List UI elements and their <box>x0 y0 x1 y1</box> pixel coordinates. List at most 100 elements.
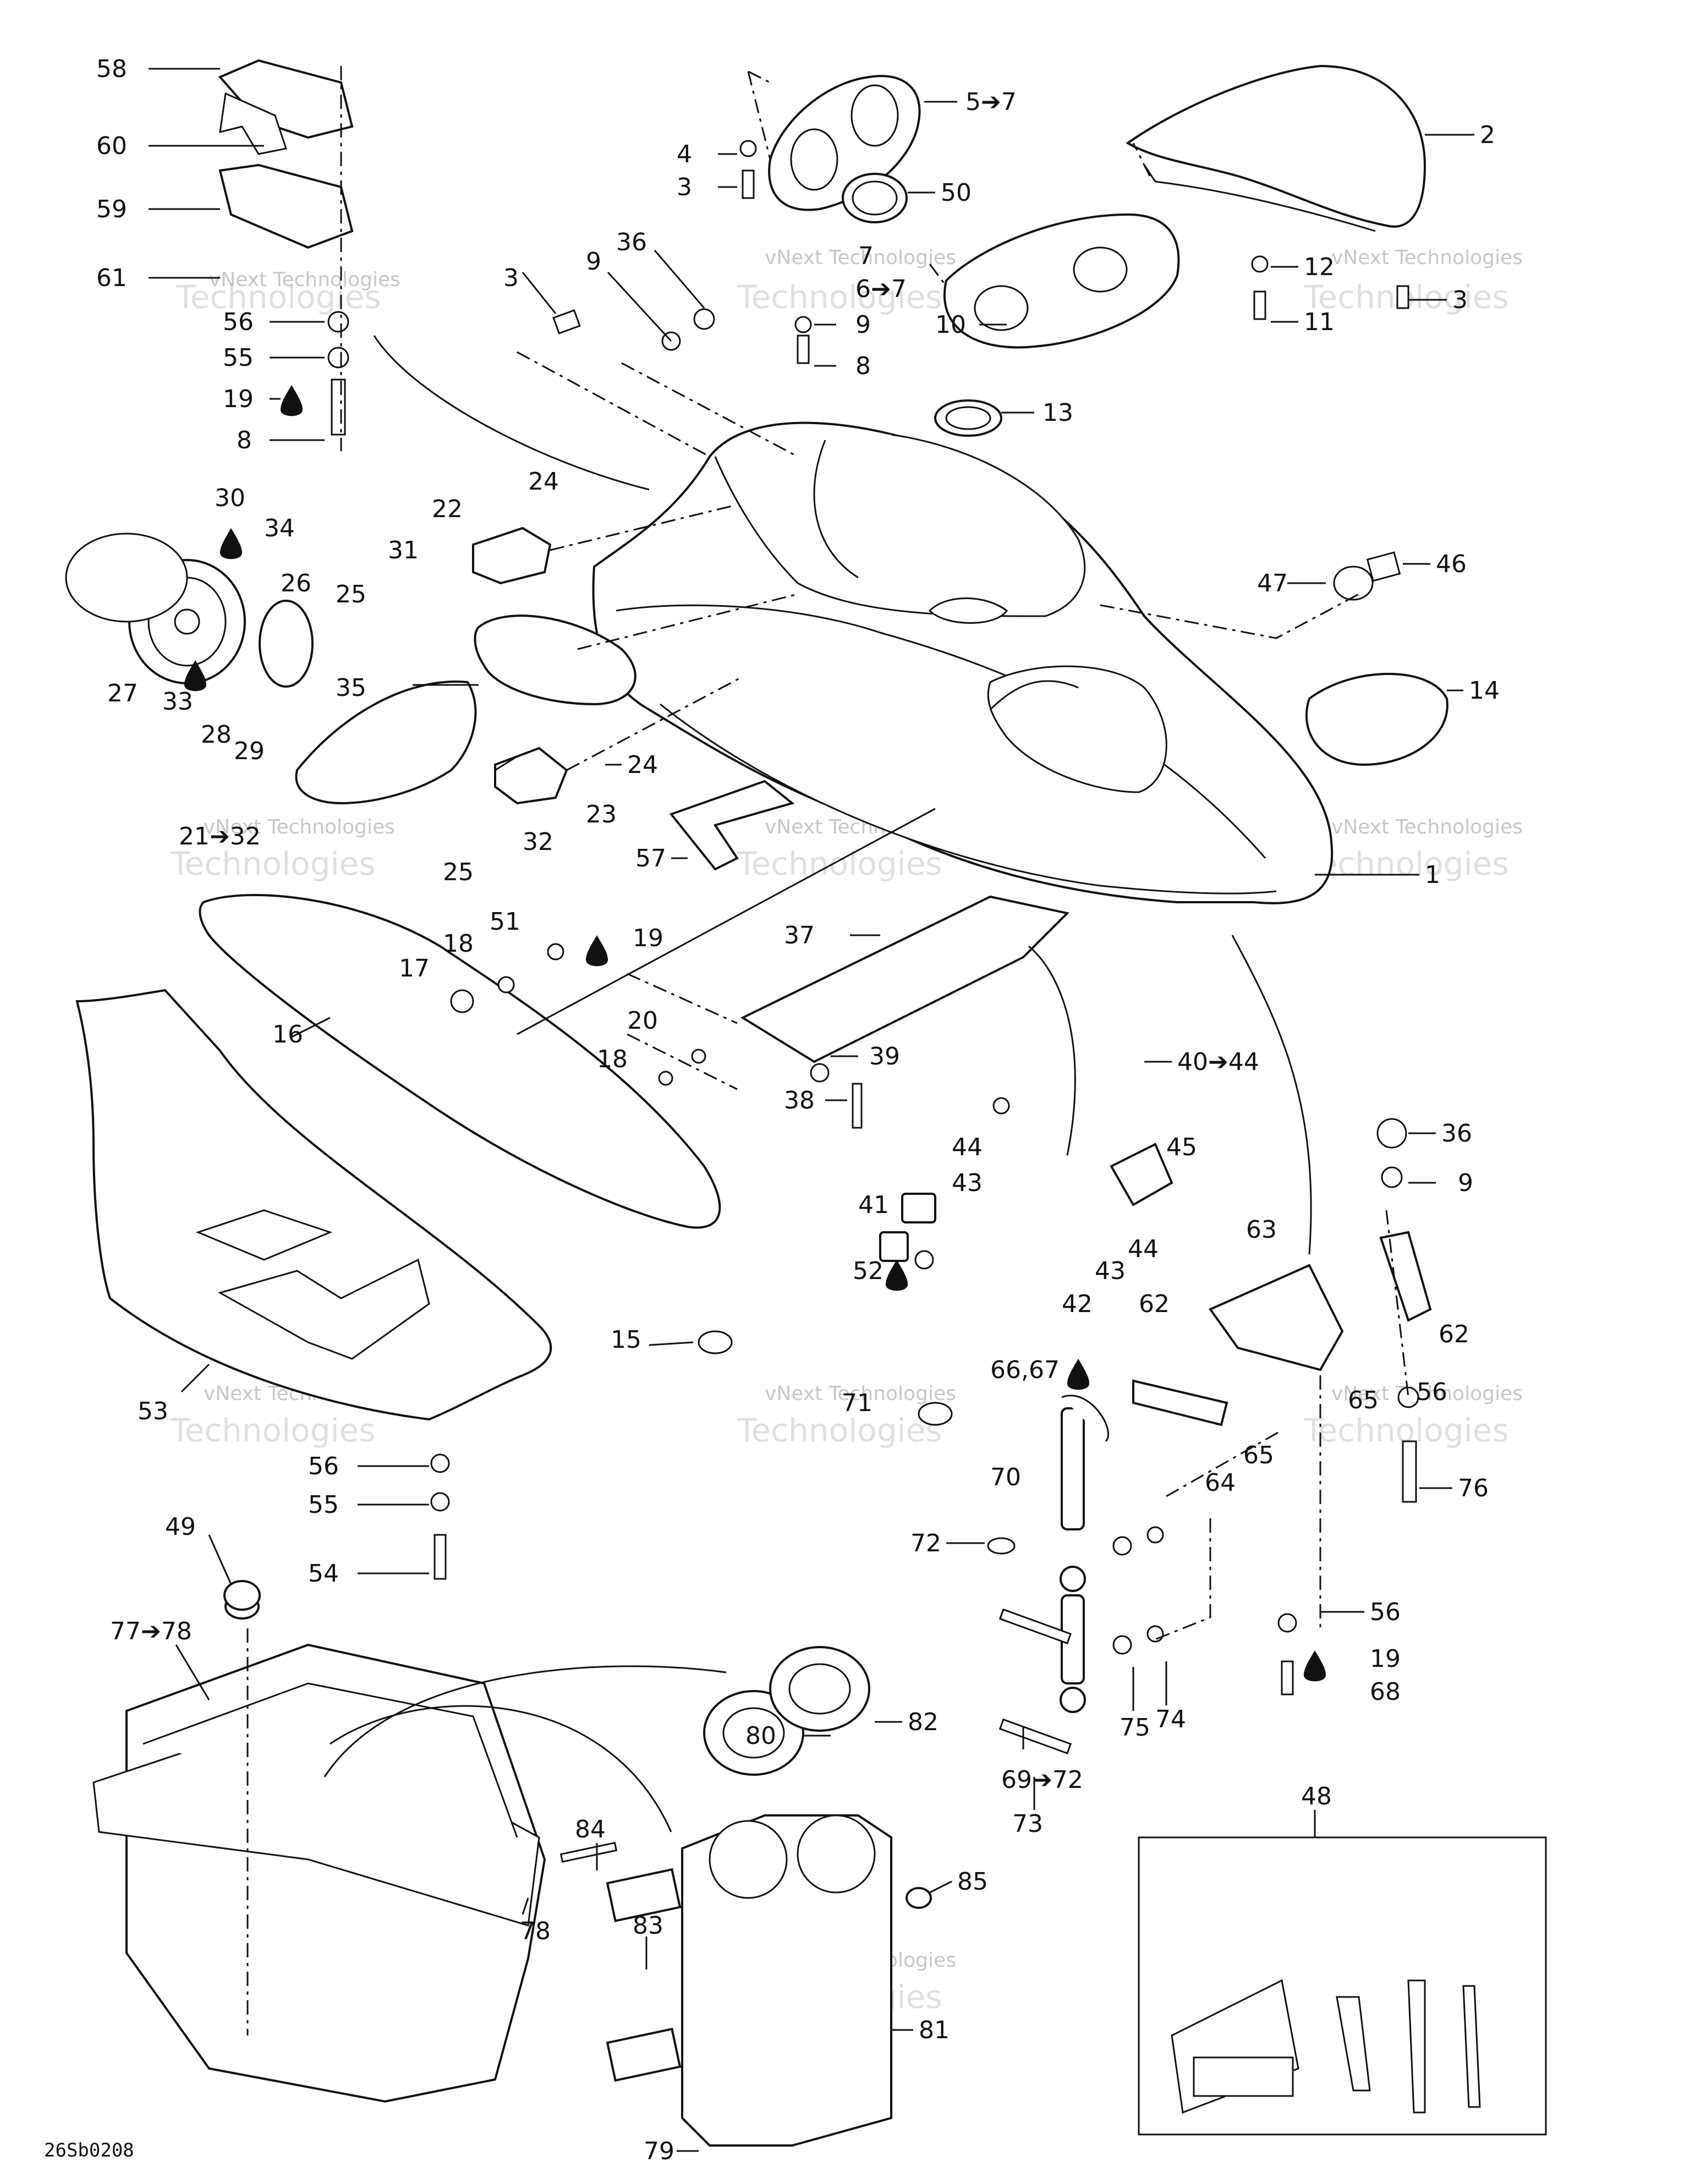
callout-label: 26 <box>281 569 311 597</box>
callout-label: 44 <box>1128 1235 1159 1263</box>
callout-label: 36 <box>616 228 647 256</box>
callout-label: 51 <box>490 908 520 936</box>
connector <box>879 1231 909 1262</box>
pivot-bracket <box>1208 1264 1344 1371</box>
storage-bin <box>92 1643 546 2103</box>
callout-label: 84 <box>575 1815 606 1843</box>
callout-label: 24 <box>627 751 658 779</box>
shock-absorber <box>1060 1407 1086 1713</box>
callout-label: 7 <box>858 242 874 270</box>
callout-label: 3 <box>503 264 519 292</box>
callout-label: 62 <box>1139 1290 1170 1318</box>
callout-label: 65 <box>1348 1386 1379 1414</box>
callout-label: 47 <box>1257 569 1288 597</box>
bracket-upper <box>472 526 552 585</box>
callout-label: 44 <box>952 1133 983 1161</box>
callout-label: 17 <box>399 954 430 983</box>
callout-label: 76 <box>1458 1474 1489 1502</box>
callout-label: 9 <box>855 311 871 339</box>
watermark-text: vNext Technologies <box>765 1382 956 1405</box>
callout-label: 21➔32 <box>179 822 261 850</box>
callout-label: 3 <box>677 173 692 201</box>
plate <box>606 1868 682 1923</box>
hood-body <box>592 421 1334 904</box>
watermark-text: Technologies <box>175 278 381 316</box>
callout-label: 37 <box>784 921 815 950</box>
callout-label: 1 <box>1425 861 1440 889</box>
callout-label: 85 <box>957 1868 988 1896</box>
assembly-lines <box>246 66 1409 2035</box>
callout-label: 34 <box>264 514 295 542</box>
oil-drop-icon <box>220 528 242 559</box>
headlight-housing <box>474 614 637 706</box>
callout-label: 53 <box>138 1397 168 1425</box>
callout-label: 57 <box>635 844 666 872</box>
lower-cover <box>295 681 477 805</box>
callout-label: 80 <box>745 1722 776 1750</box>
callout-label: 68 <box>1370 1678 1401 1706</box>
callout-label: 23 <box>586 800 617 828</box>
callout-label: 22 <box>432 495 463 523</box>
tray <box>740 895 1070 1063</box>
callout-label: 18 <box>597 1045 628 1073</box>
callout-label: 41 <box>858 1191 889 1219</box>
callout-label: 8 <box>237 426 252 454</box>
watermark-text: vNext Technologies <box>1331 816 1523 838</box>
harness-module <box>1110 1143 1173 1206</box>
watermark-text: Technologies <box>1303 845 1509 882</box>
callout-label: 32 <box>523 828 553 856</box>
callout-label: 71 <box>842 1389 873 1417</box>
callout-label: 74 <box>1155 1705 1186 1733</box>
callout-label: 28 <box>201 721 232 749</box>
tool-kit <box>1138 1836 1547 2136</box>
bottom-pan <box>75 989 552 1421</box>
callout-label: 38 <box>784 1086 815 1115</box>
callout-label: 56 <box>223 308 254 336</box>
callout-label: 12 <box>1304 253 1335 281</box>
watermark-text: Technologies <box>737 278 942 316</box>
watermark-text: vNext Technologies <box>209 268 400 291</box>
callout-label: 79 <box>644 2137 674 2165</box>
leader-lines <box>149 68 1474 2152</box>
callout-label: 27 <box>107 679 138 707</box>
callout-label: 9 <box>586 248 601 276</box>
callout-label: 78 <box>520 1917 551 1945</box>
callout-label: 63 <box>1246 1216 1277 1244</box>
callout-label: 40➔44 <box>1177 1048 1259 1076</box>
callout-label: 24 <box>528 468 559 496</box>
callout-label: 13 <box>1042 399 1073 427</box>
callout-label: 5➔7 <box>965 88 1017 116</box>
adjuster <box>259 600 314 688</box>
watermark-text: Technologies <box>737 845 942 882</box>
callout-label: 25 <box>443 858 474 886</box>
callout-labels: 58 60 59 61 56 55 19 8 4 3 5➔7 50 7 6➔7 … <box>96 55 1500 2165</box>
callout-label: 75 <box>1120 1714 1150 1742</box>
cup-lid <box>769 1646 870 1732</box>
oil-drop-icon <box>281 385 303 416</box>
handle <box>669 780 795 871</box>
cup-holder <box>681 1814 892 2147</box>
callout-label: 49 <box>165 1513 196 1541</box>
oil-drop-icon <box>1304 1650 1326 1682</box>
callout-label: 43 <box>1095 1257 1126 1285</box>
watermark-text: Technologies <box>737 1412 942 1449</box>
callout-label: 55 <box>223 344 254 372</box>
callout-label: 48 <box>1301 1782 1332 1810</box>
callout-label: 62 <box>1439 1320 1469 1348</box>
callout-label: 20 <box>627 1007 658 1035</box>
callout-label: 25 <box>336 580 366 608</box>
callout-label: 19 <box>1370 1645 1401 1673</box>
callout-label: 43 <box>952 1169 983 1197</box>
callout-label: 82 <box>908 1708 939 1736</box>
parts <box>65 59 1547 2152</box>
callout-label: 39 <box>869 1042 900 1071</box>
callout-label: 50 <box>941 179 972 207</box>
side-pad <box>199 894 721 1229</box>
callout-label: 42 <box>1062 1290 1093 1318</box>
callout-label: 64 <box>1205 1469 1236 1497</box>
callout-label: 6➔7 <box>855 275 907 303</box>
lubricant-icons <box>184 385 1326 1682</box>
callout-label: 70 <box>990 1463 1021 1491</box>
callout-label: 9 <box>1458 1169 1473 1197</box>
